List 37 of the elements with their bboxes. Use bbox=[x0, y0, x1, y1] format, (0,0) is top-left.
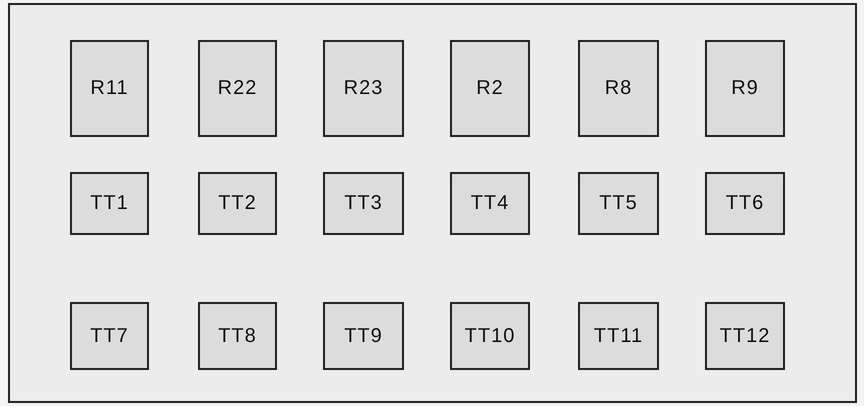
label-box bbox=[323, 302, 404, 370]
box-label: TT8 bbox=[218, 324, 257, 348]
box-label: TT3 bbox=[344, 192, 383, 215]
label-box bbox=[705, 172, 785, 235]
box-label: R23 bbox=[344, 77, 384, 100]
box-label: R8 bbox=[604, 77, 632, 100]
box-label: R9 bbox=[731, 77, 759, 100]
label-box bbox=[323, 40, 404, 137]
box-label: TT2 bbox=[218, 192, 257, 215]
label-box bbox=[705, 40, 785, 137]
label-box bbox=[198, 302, 277, 370]
box-label: TT9 bbox=[344, 324, 383, 348]
label-box bbox=[70, 40, 149, 137]
box-label: TT10 bbox=[464, 324, 516, 348]
label-box bbox=[450, 172, 530, 235]
box-label: TT11 bbox=[594, 324, 644, 348]
label-box bbox=[578, 40, 659, 137]
box-label: TT1 bbox=[90, 192, 129, 215]
label-box bbox=[450, 40, 530, 137]
panel-frame bbox=[8, 3, 857, 403]
box-label: TT7 bbox=[90, 324, 129, 348]
label-box bbox=[323, 172, 404, 235]
box-label: TT5 bbox=[599, 192, 638, 215]
box-label: TT12 bbox=[720, 324, 770, 348]
box-label: R11 bbox=[90, 77, 129, 100]
box-label: TT4 bbox=[470, 192, 510, 215]
box-label: TT6 bbox=[726, 192, 764, 215]
label-box bbox=[198, 40, 277, 137]
box-label: R2 bbox=[476, 77, 504, 100]
label-box bbox=[578, 172, 659, 235]
label-box bbox=[198, 172, 277, 235]
label-box bbox=[450, 302, 530, 370]
box-label: R22 bbox=[218, 77, 258, 100]
label-box bbox=[70, 302, 149, 370]
label-box bbox=[705, 302, 785, 370]
label-box bbox=[70, 172, 149, 235]
label-box bbox=[578, 302, 659, 370]
